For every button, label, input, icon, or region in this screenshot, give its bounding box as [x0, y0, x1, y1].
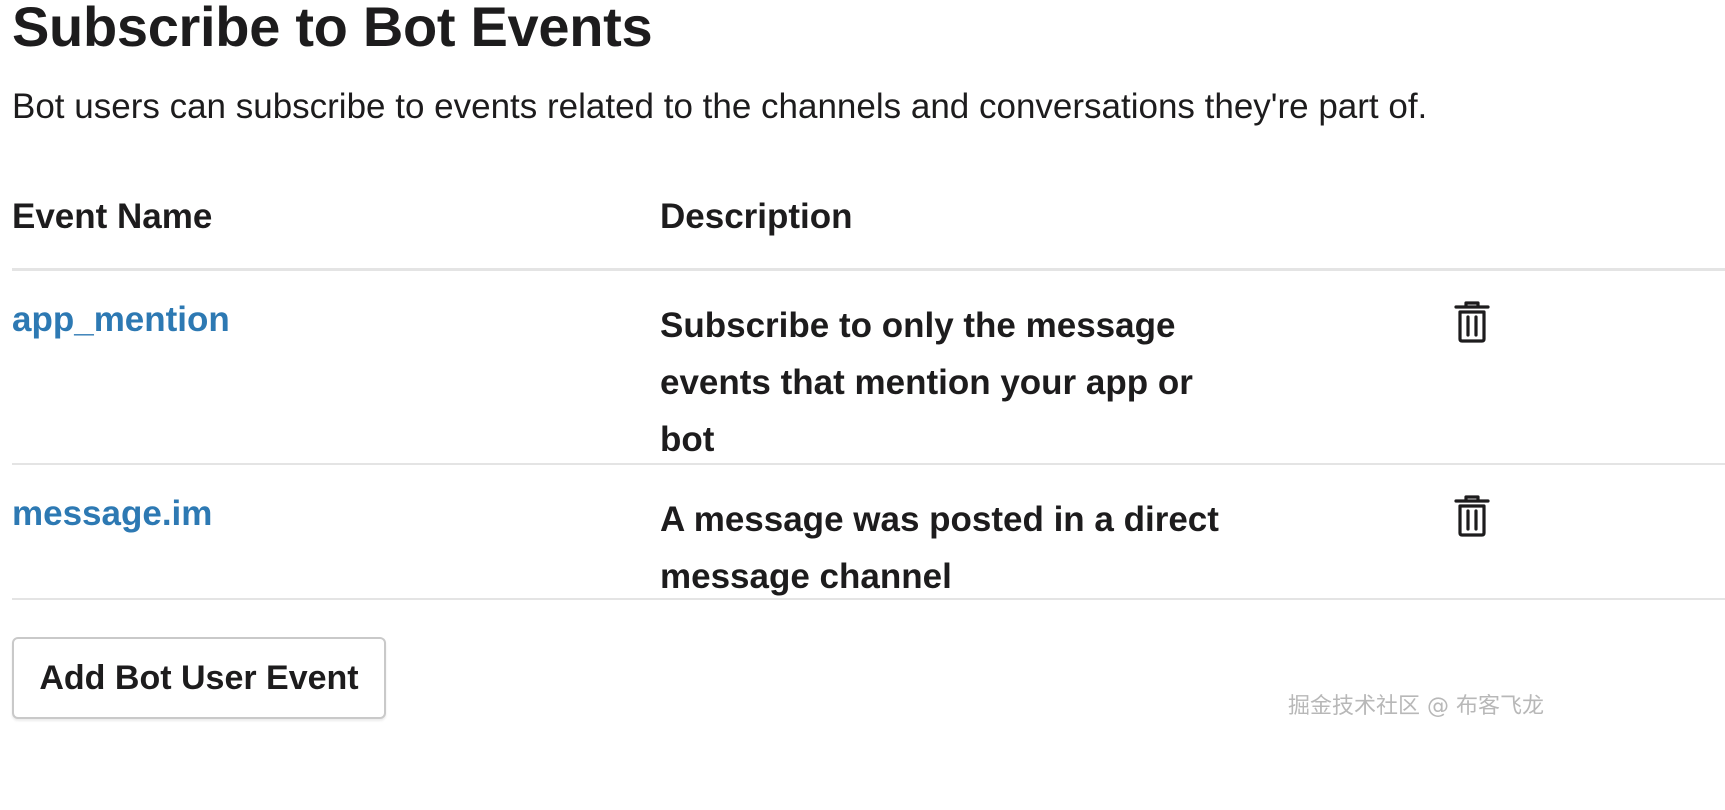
watermark: 掘金技术社区 @ 布客飞龙 [1288, 694, 1544, 719]
event-description: Subscribe to only the message events tha… [660, 306, 1193, 459]
table-row: message.im A message was posted in a dir… [12, 465, 1725, 600]
event-description: A message was posted in a direct message… [660, 500, 1219, 596]
page-subtitle: Bot users can subscribe to events relate… [12, 87, 1428, 126]
table-header: Event Name Description [12, 190, 1725, 271]
table-row: app_mention Subscribe to only the messag… [12, 271, 1725, 465]
column-header-event-name: Event Name [12, 197, 213, 236]
events-table: Event Name Description app_mention Subsc… [12, 190, 1725, 600]
add-bot-user-event-button[interactable]: Add Bot User Event [12, 637, 386, 719]
page-title: Subscribe to Bot Events [12, 0, 653, 58]
trash-icon [1454, 495, 1490, 537]
trash-icon [1454, 301, 1490, 343]
event-name-link[interactable]: message.im [12, 494, 213, 533]
delete-event-button[interactable] [1452, 299, 1492, 345]
column-header-description: Description [660, 197, 853, 236]
event-name-link[interactable]: app_mention [12, 300, 230, 339]
delete-event-button[interactable] [1452, 493, 1492, 539]
